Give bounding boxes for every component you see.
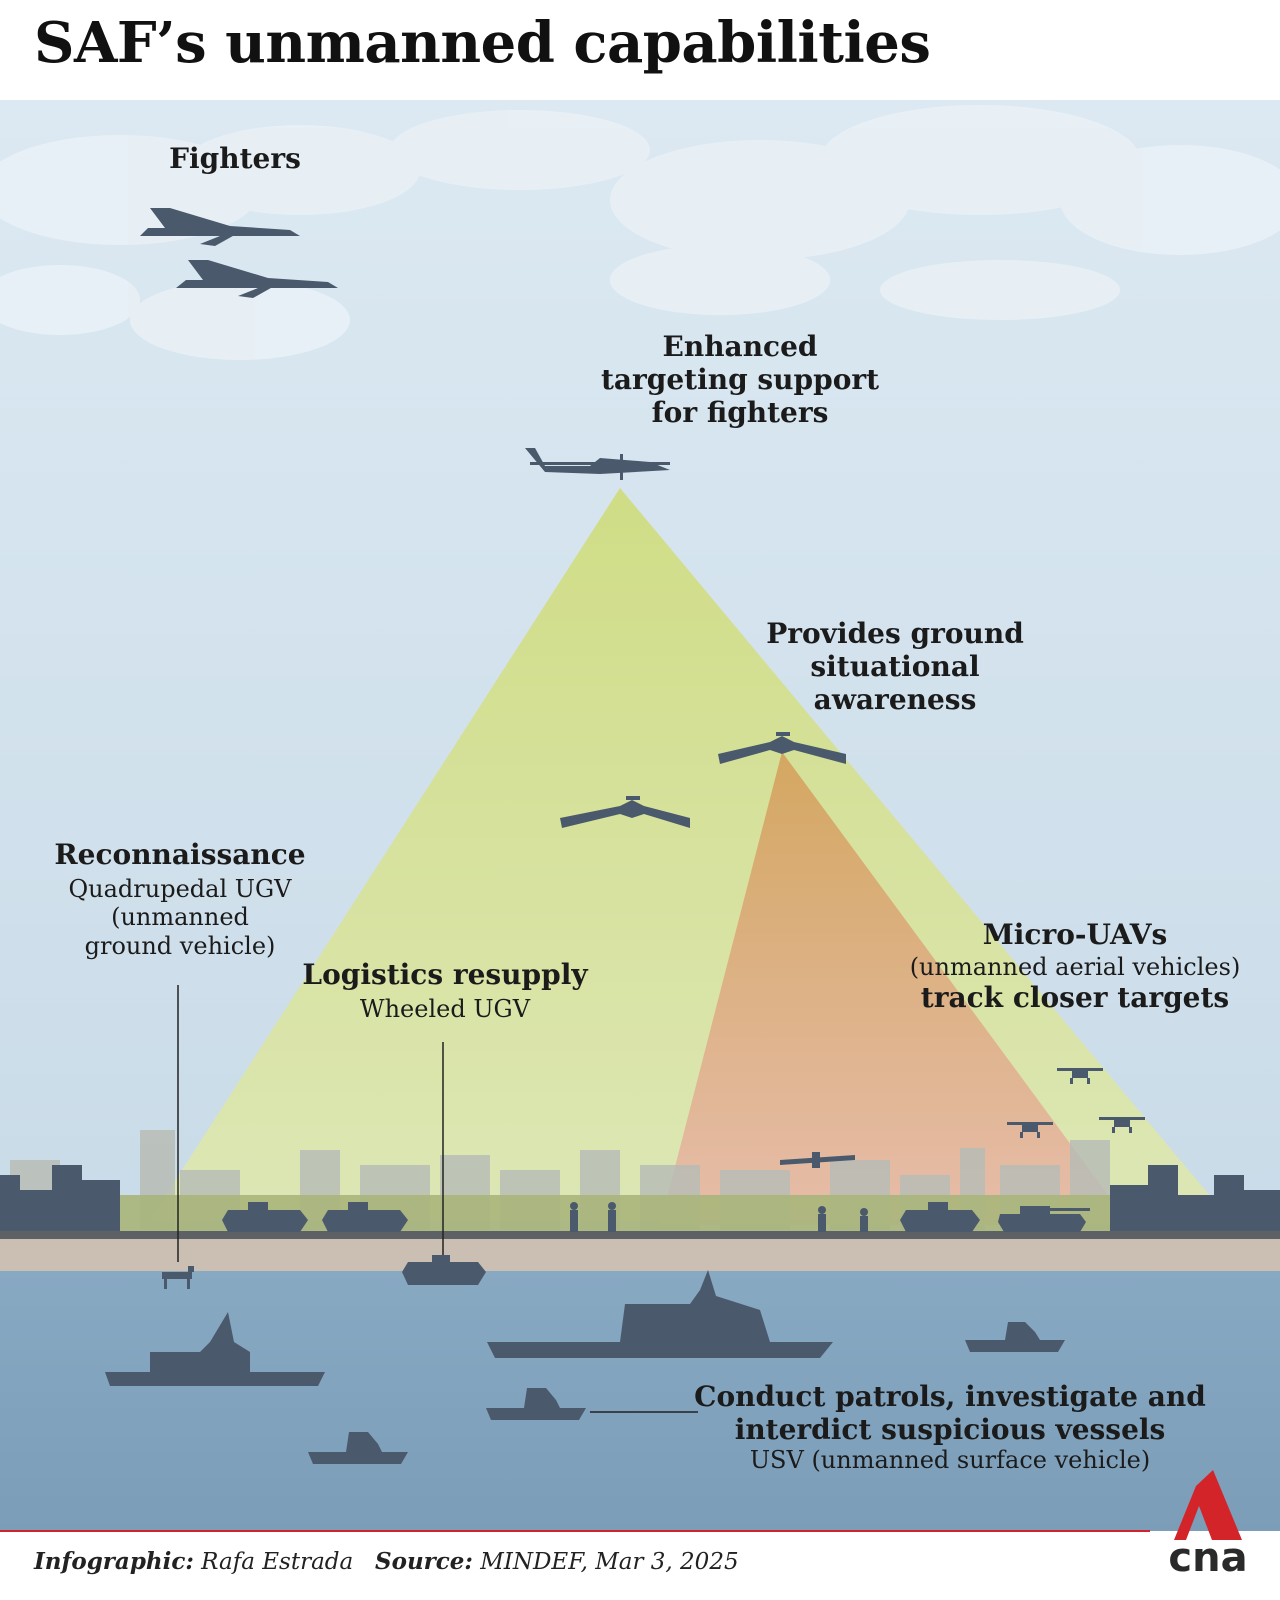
city-foreground xyxy=(0,1165,1280,1233)
label-line: Reconnaissance xyxy=(54,838,306,871)
label-enhanced-targeting: Enhanced targeting support for fighters xyxy=(560,330,920,429)
usv-icon xyxy=(486,1388,586,1420)
beach xyxy=(0,1239,1280,1271)
small-uav-icon xyxy=(780,1152,855,1168)
frigate-icon xyxy=(105,1312,325,1386)
micro-uav-cone xyxy=(660,752,1130,1225)
label-micro-uavs: Micro-UAVs (unmanned aerial vehicles) tr… xyxy=(880,918,1270,1014)
label-line: (unmanned xyxy=(111,903,249,932)
label-line: Micro-UAVs xyxy=(982,918,1168,951)
fighter-jet-icon xyxy=(140,208,300,246)
armoured-vehicle-icon xyxy=(322,1202,408,1232)
label-line: Provides ground xyxy=(766,617,1024,650)
cna-logo-icon xyxy=(1174,1470,1242,1540)
label-line: ground vehicle) xyxy=(84,931,276,960)
corvette-icon xyxy=(487,1270,833,1358)
ground-road xyxy=(0,1231,1280,1239)
footer-band xyxy=(0,1531,1280,1600)
cna-logo-text[interactable]: cna xyxy=(1168,1535,1248,1581)
credit-source: Source: MINDEF, Mar 3, 2025 xyxy=(375,1548,739,1575)
fighter-jet-icon xyxy=(176,260,338,298)
quadcopter-icon xyxy=(1057,1068,1103,1084)
uav-drone-icon xyxy=(525,448,670,480)
page-title: SAF’s unmanned capabilities xyxy=(34,10,931,76)
label-line: Logistics resupply xyxy=(302,958,588,991)
label-line: Enhanced xyxy=(662,330,818,363)
quadcopter-icon xyxy=(1007,1122,1053,1138)
quadrupedal-ugv-icon xyxy=(162,1266,194,1289)
usv-icon xyxy=(965,1322,1065,1352)
label-line: interdict suspicious vessels xyxy=(734,1413,1166,1447)
label-ground-awareness: Provides ground situational awareness xyxy=(740,617,1050,716)
label-line: Wheeled UGV xyxy=(359,995,531,1024)
clouds xyxy=(0,105,1280,360)
label-usv-patrols: Conduct patrols, investigate and interdi… xyxy=(690,1380,1210,1474)
label-line: targeting support xyxy=(600,363,880,397)
label-fighters: Fighters xyxy=(169,142,301,175)
label-line: awareness xyxy=(813,683,977,717)
label-line: Conduct patrols, investigate and xyxy=(694,1380,1206,1413)
wheeled-ugv-icon xyxy=(402,1255,486,1285)
label-line: USV (unmanned surface vehicle) xyxy=(749,1446,1151,1475)
credit-infographic: Infographic: Rafa Estrada xyxy=(34,1548,353,1575)
label-logistics: Logistics resupply Wheeled UGV xyxy=(290,958,600,1023)
source-label: Source: xyxy=(375,1548,473,1575)
flying-wing-uav-icon xyxy=(718,732,846,764)
label-reconnaissance: Reconnaissance Quadrupedal UGV (unmanned… xyxy=(40,838,320,960)
label-line: situational xyxy=(810,650,980,684)
armoured-vehicle-icon xyxy=(222,1202,308,1232)
soldier-icon xyxy=(570,1202,868,1232)
credit-label: Infographic: xyxy=(34,1548,194,1575)
label-line: for fighters xyxy=(651,396,829,430)
credit-value: Rafa Estrada xyxy=(201,1549,354,1575)
label-line: (unmanned aerial vehicles) xyxy=(909,953,1241,982)
usv-icon xyxy=(308,1432,408,1464)
flying-wing-uav-icon xyxy=(560,796,690,828)
label-line: Quadrupedal UGV xyxy=(68,875,292,904)
source-value: MINDEF, Mar 3, 2025 xyxy=(480,1549,739,1575)
quadcopter-icon xyxy=(1099,1117,1145,1133)
label-line: track closer targets xyxy=(920,981,1230,1015)
armoured-vehicle-icon xyxy=(900,1202,980,1232)
tank-icon xyxy=(998,1206,1090,1232)
